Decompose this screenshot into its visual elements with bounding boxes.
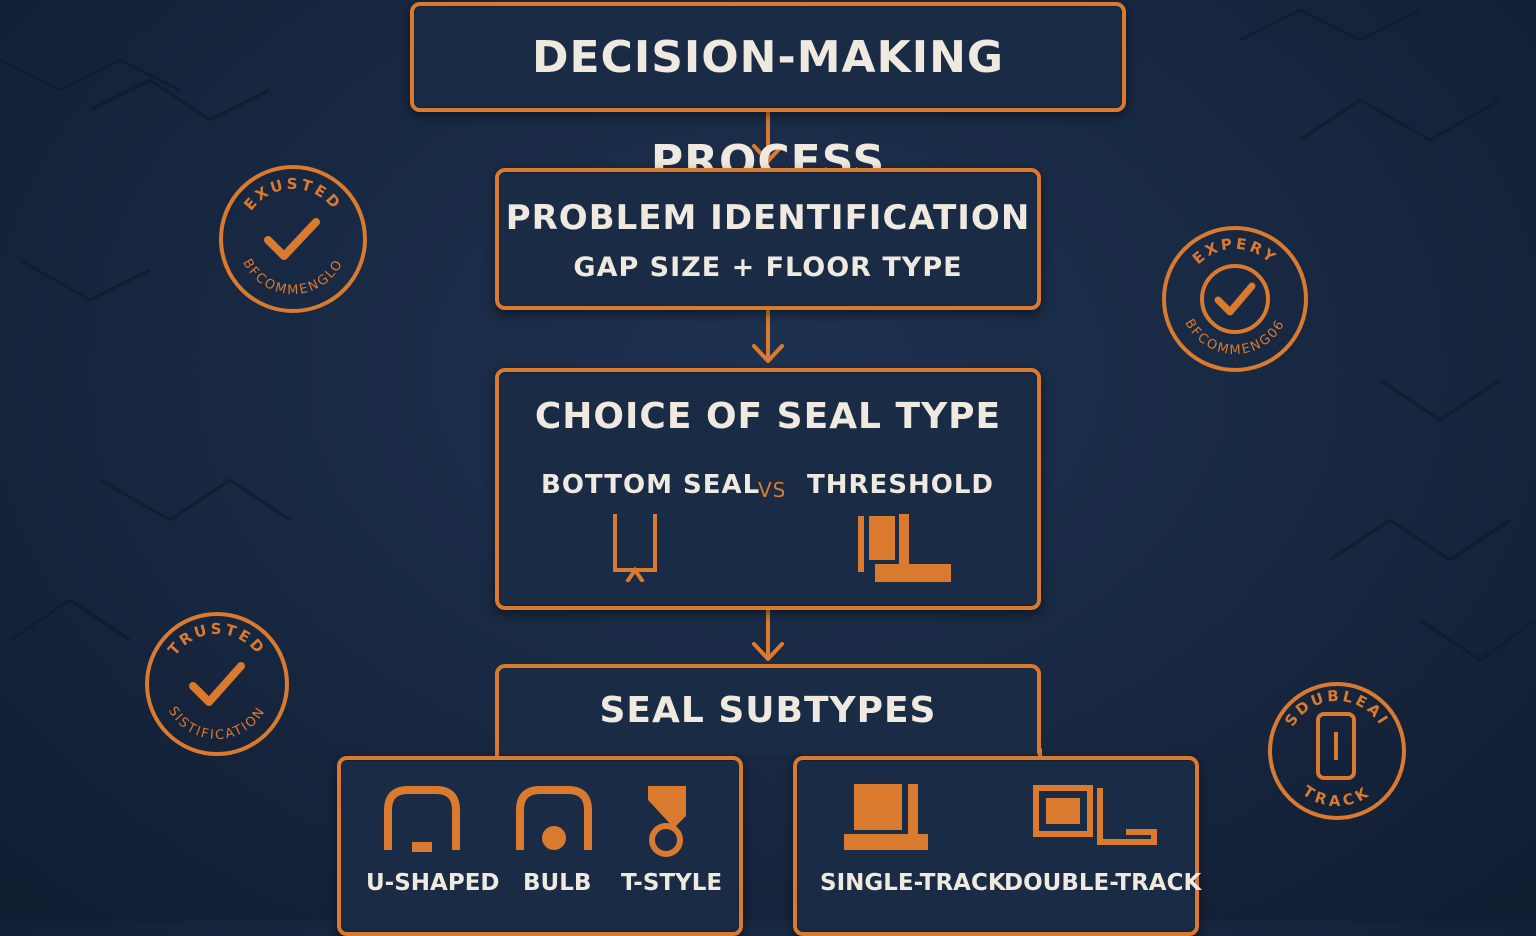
bottom-seal-icon bbox=[613, 514, 657, 582]
choice-heading: CHOICE OF SEAL TYPE bbox=[534, 396, 1002, 437]
svg-text:SDUBLEAI: SDUBLEAI bbox=[1281, 687, 1393, 730]
door-icon bbox=[1316, 712, 1356, 780]
u-shaped-label: U-SHAPED bbox=[366, 870, 500, 896]
svg-text:SISTIFICATION: SISTIFICATION bbox=[165, 704, 269, 743]
checkmark-icon bbox=[1214, 282, 1256, 316]
bulb-label: BULB bbox=[523, 870, 592, 896]
problem-detail: GAP SIZE + FLOOR TYPE bbox=[573, 252, 963, 283]
vs-label: VS bbox=[758, 478, 787, 502]
single-track-label: SINGLE-TRACK bbox=[820, 870, 1006, 896]
badge-1-top-text: EXUSTED bbox=[240, 175, 342, 214]
subtypes-heading: SEAL SUBTYPES bbox=[599, 690, 937, 731]
single-track-icon bbox=[844, 784, 928, 850]
badge-exusted: EXUSTED BFCOMMENGLO bbox=[219, 165, 367, 313]
checkmark-icon bbox=[264, 218, 320, 260]
badge-4-bottom-text: TRACK bbox=[1300, 782, 1371, 810]
badge-4-top-text: SDUBLEAI bbox=[1281, 687, 1390, 730]
threshold-icon bbox=[858, 514, 951, 582]
threshold-label: THRESHOLD bbox=[807, 470, 995, 500]
badge-double-track: SDUBLEAI TRACK bbox=[1268, 682, 1406, 820]
title-box: DECISION-MAKING PROCESS bbox=[410, 2, 1126, 187]
svg-text:TRACK: TRACK bbox=[1300, 782, 1375, 810]
badge-2-top-text: EXPERY bbox=[1189, 235, 1278, 268]
double-track-label: DOUBLE-TRACK bbox=[1004, 870, 1202, 896]
subtypes-box: SEAL SUBTYPES bbox=[495, 664, 1041, 754]
problem-heading: PROBLEM IDENTIFICATION bbox=[505, 198, 1031, 238]
badge-3-bottom-text: SISTIFICATION bbox=[165, 704, 267, 743]
double-track-icon bbox=[1033, 785, 1157, 845]
bulb-icon bbox=[516, 786, 592, 850]
badge-expery: EXPERY BFCOMMENG06 bbox=[1162, 226, 1308, 372]
badge-2-bottom-text: BFCOMMENG06 bbox=[1181, 317, 1286, 358]
t-style-icon bbox=[648, 786, 686, 857]
svg-text:EXUSTED: EXUSTED bbox=[240, 175, 345, 214]
t-style-label: T-STYLE bbox=[621, 870, 723, 896]
bottom-seal-label: BOTTOM SEAL bbox=[541, 470, 761, 500]
badge-1-bottom-text: BFCOMMENGLO bbox=[239, 256, 344, 298]
svg-text:BFCOMMENG06: BFCOMMENG06 bbox=[1181, 317, 1288, 358]
svg-text:BFCOMMENGLO: BFCOMMENGLO bbox=[239, 256, 346, 298]
svg-text:EXPERY: EXPERY bbox=[1189, 235, 1281, 268]
checkmark-icon bbox=[189, 662, 245, 706]
problem-identification-box: PROBLEM IDENTIFICATION GAP SIZE + FLOOR … bbox=[495, 168, 1041, 310]
u-shaped-icon bbox=[384, 786, 460, 852]
badge-trusted: TRUSTED SISTIFICATION bbox=[145, 612, 289, 756]
